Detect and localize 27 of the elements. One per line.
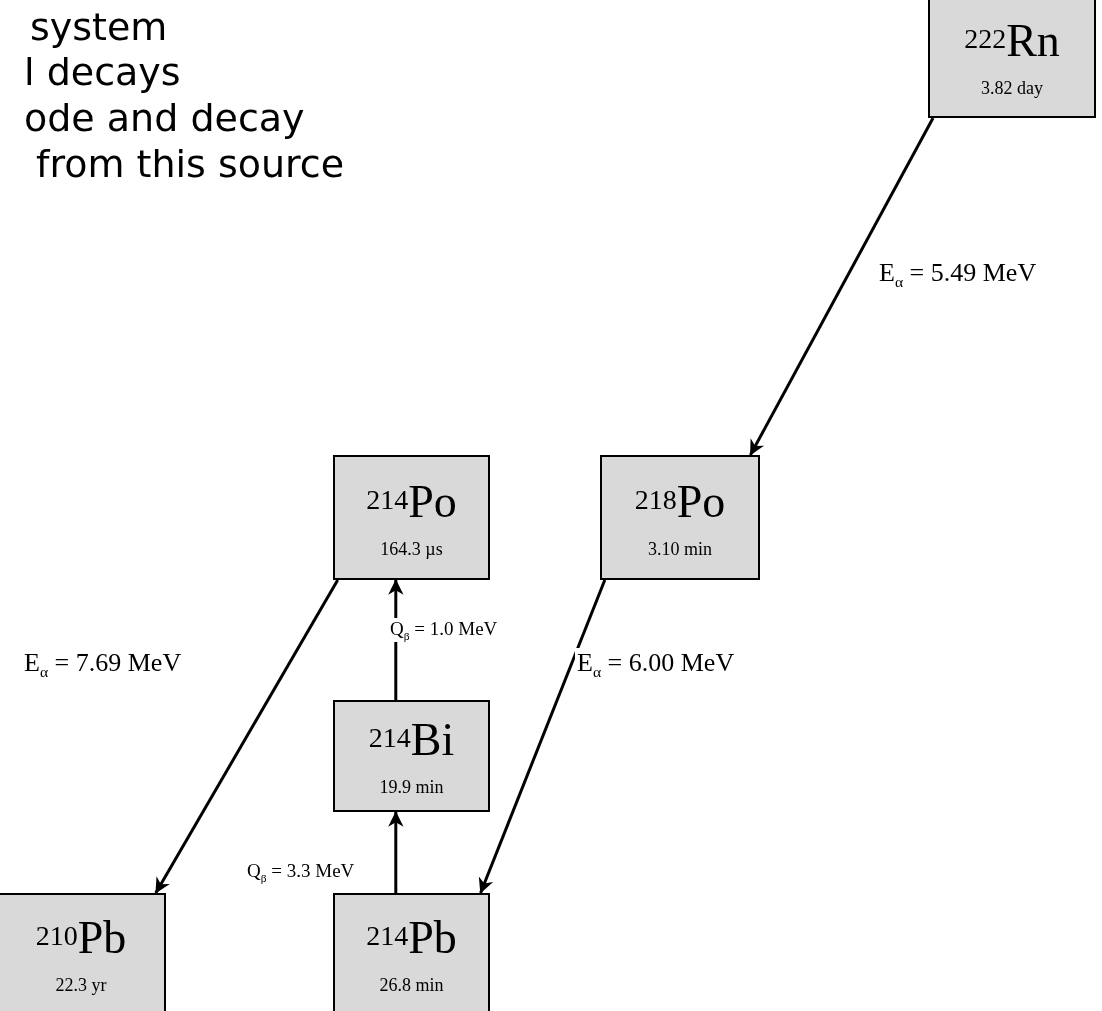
half-life-text: 26.8 min (379, 974, 444, 996)
half-life-text: 19.9 min (379, 776, 444, 798)
slide-text: from this source (36, 142, 345, 186)
half-life-text: 22.3 yr (55, 974, 107, 996)
nuclide-symbol: $^{214}$Pb (366, 912, 457, 964)
nuclide-symbol: $^{214}$Bi (368, 714, 455, 766)
slide-text: l decays (24, 50, 181, 94)
nuclide-box (928, 0, 1096, 118)
nuclide-box (333, 455, 490, 580)
nuclide-symbol: $^{222}$Rn (964, 15, 1060, 67)
half-life-text: 3.10 min (648, 537, 712, 560)
nuclide-symbol: $^{210}$Pb (35, 912, 127, 964)
slide-text: ode and decay (24, 96, 305, 140)
decay-arrow (478, 579, 607, 894)
nuclide-symbol: $^{214}$Po (366, 475, 457, 528)
nuclide-symbol: $^{218}$Po (634, 475, 726, 528)
decay-arrow (749, 117, 935, 456)
nuclide-box (0, 893, 166, 1011)
half-life-text: 164.3 µs (380, 537, 443, 560)
nuclide-box (600, 455, 760, 580)
nuclide-box (333, 893, 490, 1011)
nuclide-box (333, 700, 490, 812)
decay-arrow (154, 579, 339, 894)
half-life-text: 3.82 day (981, 77, 1043, 99)
slide-text: system (30, 5, 168, 49)
edge-label: Q$_{β}$ = 1.0 MeV (388, 618, 500, 642)
decay-arrow (388, 811, 404, 893)
